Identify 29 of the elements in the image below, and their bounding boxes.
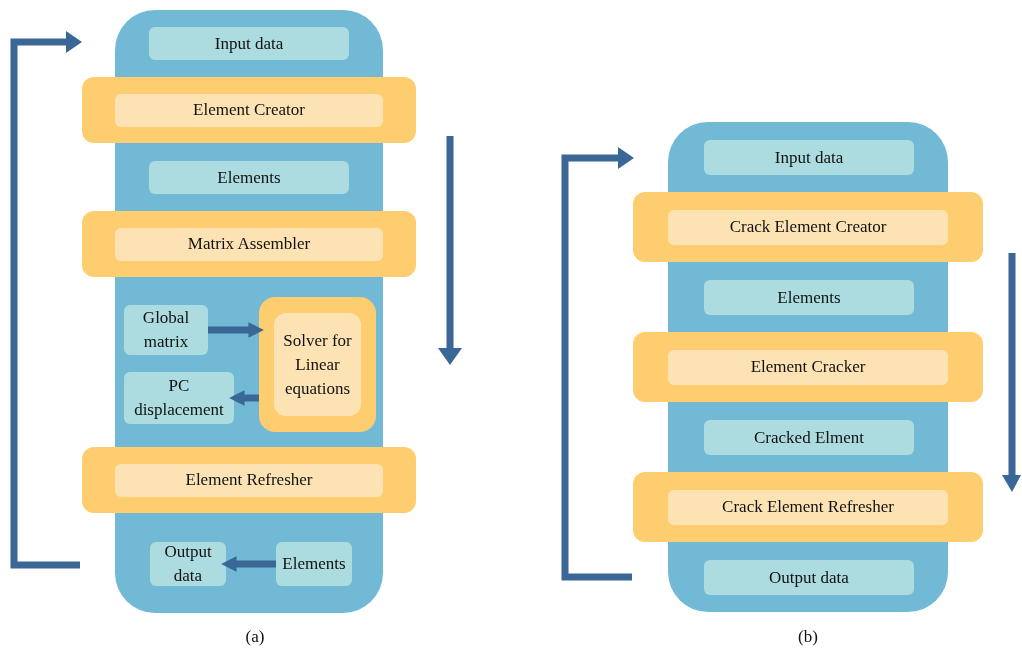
stage-band <box>82 77 416 143</box>
stage-band <box>633 332 983 402</box>
stage-label: Matrix Assembler <box>115 227 383 261</box>
arrow <box>229 390 259 406</box>
panel-caption: (a) <box>244 626 266 648</box>
stage-band <box>82 447 416 513</box>
data-box: Output data <box>150 542 226 586</box>
data-box: Input data <box>149 27 349 60</box>
stage-label: Crack Element Refresher <box>668 489 948 525</box>
data-box: Global matrix <box>124 305 208 355</box>
arrow <box>208 322 264 338</box>
data-box: PC displacement <box>124 372 234 424</box>
stage-band <box>633 192 983 262</box>
solver-label: Solver for Linear equations <box>274 313 361 416</box>
data-box: Elements <box>149 161 349 194</box>
data-box: Input data <box>704 140 914 175</box>
data-box: Elements <box>704 280 914 315</box>
arrow <box>221 556 276 572</box>
stage-label: Element Refresher <box>115 463 383 497</box>
stage-label: Element Cracker <box>668 349 948 385</box>
stage-label: Element Creator <box>115 93 383 127</box>
data-box: Cracked Elment <box>704 420 914 455</box>
data-box: Elements <box>276 542 352 586</box>
stage-band <box>633 472 983 542</box>
stage-band <box>82 211 416 277</box>
data-box: Output data <box>704 560 914 595</box>
panel-caption: (b) <box>797 626 819 648</box>
stage-label: Crack Element Creator <box>668 209 948 245</box>
solver-box <box>259 297 376 432</box>
